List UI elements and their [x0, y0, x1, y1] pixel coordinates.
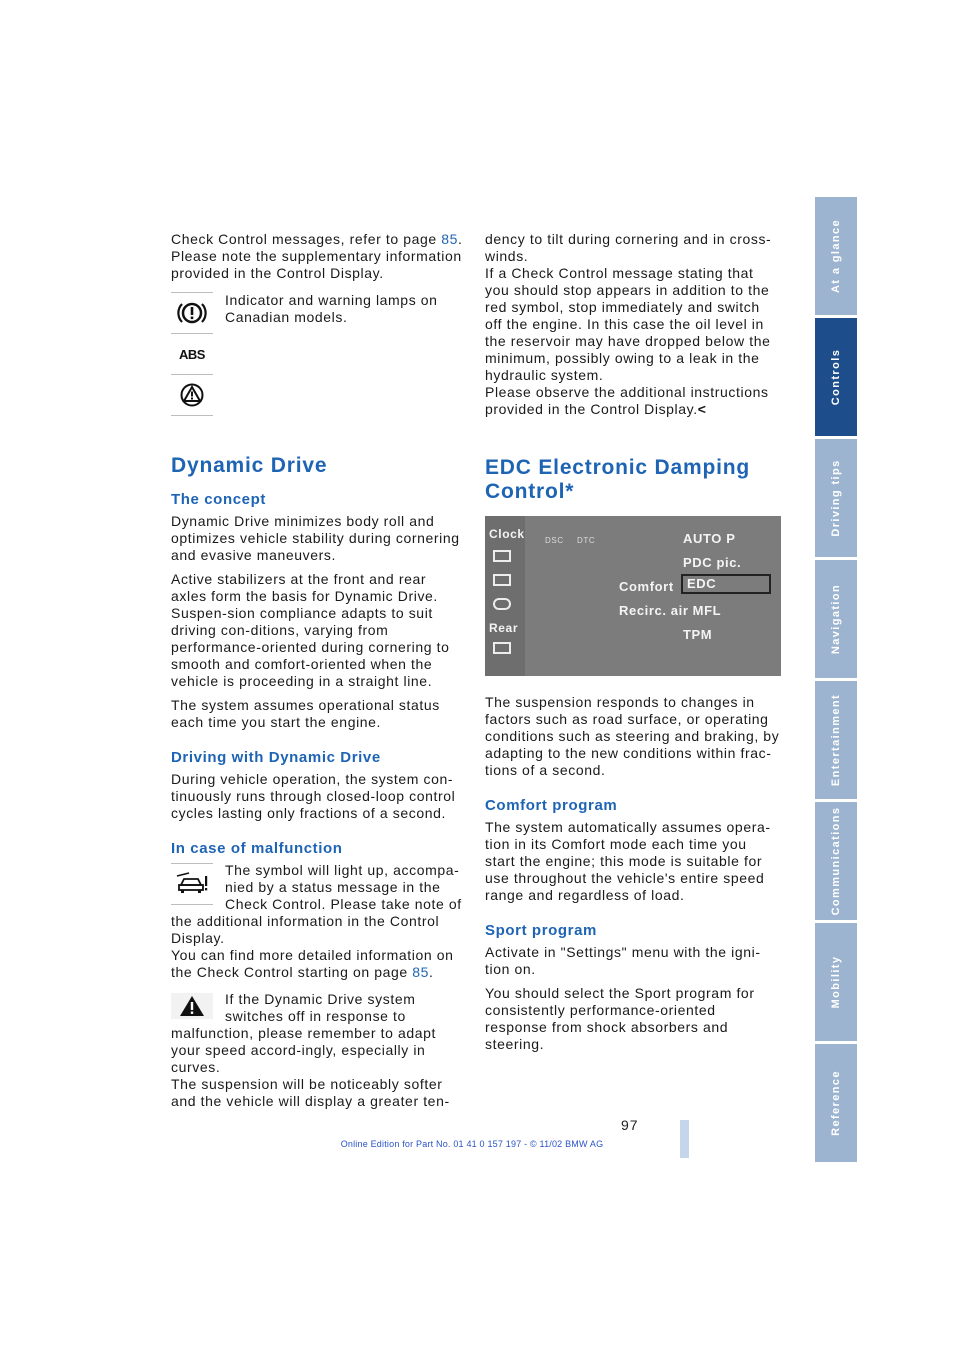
continued-text-a: dency to tilt during cornering and in cr… — [485, 231, 772, 264]
malfunction-text-c: . — [429, 964, 434, 980]
tab-label: Controls — [830, 348, 842, 406]
screen-comfort: Comfort — [619, 579, 674, 594]
tab-label: Driving tips — [830, 459, 842, 537]
screen-edc-selected: EDC — [681, 574, 771, 594]
concept-paragraph-2: Active stabilizers at the front and rear… — [171, 571, 450, 689]
end-mark: < — [697, 401, 707, 417]
sport-paragraph-1: Activate in "Settings" menu with the ign… — [485, 944, 761, 977]
screen-recirc: Recirc. air MFL — [619, 603, 722, 618]
continued-text-b: If a Check Control message stating that … — [485, 265, 771, 383]
tab-label: Entertainment — [830, 693, 842, 787]
brake-warning-icon — [171, 292, 213, 334]
tab-reference[interactable]: Reference — [815, 1044, 857, 1165]
screen-tpm: TPM — [683, 627, 713, 642]
intro-text: Check Control messages, refer to page — [171, 231, 442, 247]
malfunction-text-a: The symbol will light up, accompa-nied b… — [171, 862, 462, 946]
tab-driving-tips[interactable]: Driving tips — [815, 439, 857, 560]
malfunction-text-b: You can find more detailed information o… — [171, 947, 454, 980]
car-tilt-icon — [171, 863, 213, 905]
tab-entertainment[interactable]: Entertainment — [815, 681, 857, 802]
concept-paragraph-1: Dynamic Drive minimizes body roll and op… — [171, 513, 460, 563]
tab-label: Navigation — [830, 583, 842, 655]
footer-text: Online Edition for Part No. 01 41 0 157 … — [340, 1139, 604, 1149]
suspension-paragraph: The suspension responds to changes in fa… — [485, 694, 780, 778]
tab-mobility[interactable]: Mobility — [815, 923, 857, 1044]
footer: Online Edition for Part No. 01 41 0 157 … — [0, 1139, 960, 1149]
driving-paragraph: During vehicle operation, the system con… — [171, 771, 456, 821]
heading-dynamic-drive: Dynamic Drive — [171, 454, 328, 477]
heading-edc: EDC Electronic Damping Control* — [485, 456, 750, 503]
heading-sport: Sport program — [485, 922, 597, 939]
screen-left-menu — [485, 516, 525, 676]
concept-paragraph-3: The system assumes operational status ea… — [171, 697, 440, 730]
heading-comfort: Comfort program — [485, 797, 618, 814]
screen-clock: Clock — [489, 527, 525, 541]
tab-label: At a glance — [830, 218, 842, 294]
heading-driving: Driving with Dynamic Drive — [171, 749, 381, 766]
malfunction-icon — [171, 863, 213, 905]
warning-lamps-icons: ABS — [171, 292, 213, 416]
screen-audio-icon — [493, 574, 511, 586]
screen-pdc: PDC pic. — [683, 555, 742, 570]
screen-dtc: DTC — [577, 536, 596, 545]
tab-label: Communications — [830, 806, 842, 916]
screen-rear: Rear — [489, 621, 519, 635]
screen-dsc: DSC — [545, 536, 564, 545]
screen-phone-icon — [493, 550, 511, 562]
page-link-85-b[interactable]: 85 — [412, 964, 430, 980]
page-number: 97 — [621, 1117, 639, 1133]
lamps-text: Indicator and warning lamps on Canadian … — [225, 292, 438, 325]
tab-navigation[interactable]: Navigation — [815, 560, 857, 681]
page-link-85[interactable]: 85 — [441, 231, 459, 247]
tab-label: Mobility — [830, 955, 842, 1009]
control-display-screenshot: Clock Rear DSC DTC AUTO P PDC pic. Comfo… — [485, 516, 781, 676]
tab-label: Reference — [830, 1070, 842, 1136]
abs-icon: ABS — [171, 334, 213, 375]
tab-controls[interactable]: Controls — [815, 318, 857, 439]
warning-text-a: If the Dynamic Drive system switches off… — [171, 991, 436, 1075]
abs-label: ABS — [179, 346, 205, 362]
screen-car-icon — [493, 598, 511, 610]
heading-concept: The concept — [171, 491, 266, 508]
screen-settings-icon — [493, 642, 511, 654]
continued-text-c: Please observe the additional instructio… — [485, 384, 769, 417]
dynamic-drive-warning-icon — [171, 375, 213, 416]
heading-malfunction: In case of malfunction — [171, 840, 343, 857]
comfort-paragraph: The system automatically assumes opera-t… — [485, 819, 771, 903]
intro-text-cont: . Please note the supplementary informat… — [171, 231, 463, 281]
right-column: dency to tilt during cornering and in cr… — [485, 231, 781, 1060]
tab-at-a-glance[interactable]: At a glance — [815, 197, 857, 318]
screen-auto-p: AUTO P — [683, 531, 736, 546]
left-column: Check Control messages, refer to page 85… — [171, 231, 466, 1110]
chapter-tabs: At a glance Controls Driving tips Naviga… — [815, 197, 857, 1165]
warning-text-b: The suspension will be noticeably softer… — [171, 1076, 450, 1109]
sport-paragraph-2: You should select the Sport program for … — [485, 985, 755, 1052]
caution-icon — [171, 993, 213, 1019]
page-marker-bar — [680, 1120, 689, 1158]
tab-communications[interactable]: Communications — [815, 802, 857, 923]
